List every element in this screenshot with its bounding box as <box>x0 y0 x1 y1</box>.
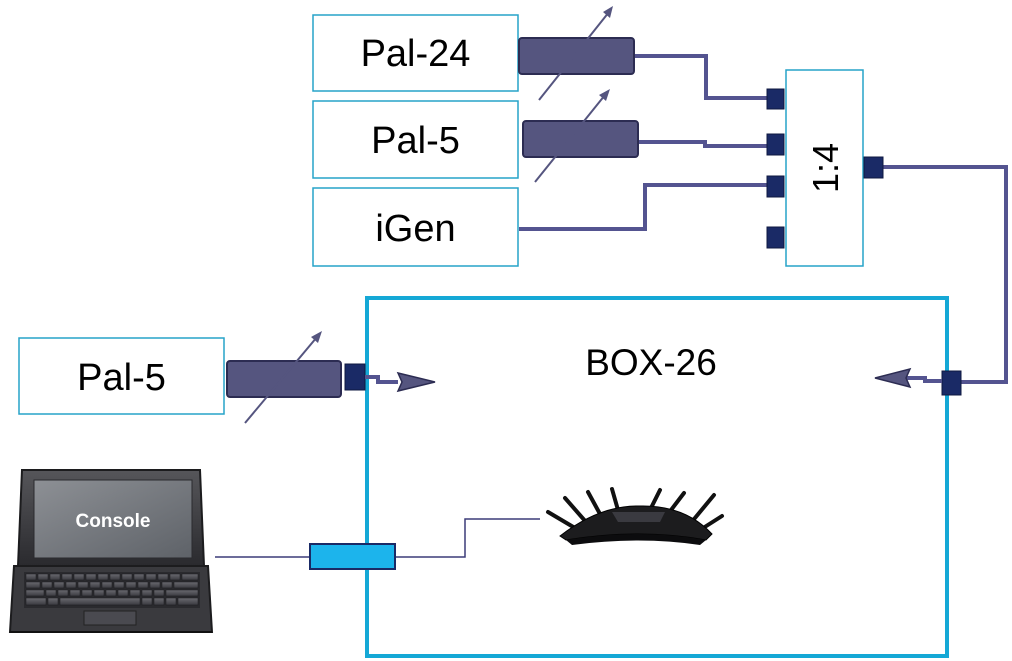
attenuator-arrow-head <box>599 89 610 101</box>
device-label: Pal-5 <box>77 357 166 399</box>
ethernet-cable <box>215 518 540 558</box>
box-26-label: BOX-26 <box>585 342 717 383</box>
device-pal5-top: Pal-5 <box>312 100 519 179</box>
laptop-touchpad <box>83 610 137 626</box>
attenuator-body <box>522 120 639 158</box>
attenuator-arrow-line <box>538 11 610 101</box>
attenuator-arrow-head <box>603 6 613 18</box>
connector-icon <box>766 175 785 198</box>
cable-pal5-to-splitter <box>637 140 767 148</box>
device-box <box>312 100 519 179</box>
arrow-icon <box>874 367 912 389</box>
splitter: 1:4 <box>766 69 884 267</box>
attenuator-icon <box>522 89 639 183</box>
attenuator-arrow-line <box>244 336 318 424</box>
arrow-icon <box>396 371 436 393</box>
ethernet-block <box>309 543 396 570</box>
connector-icon <box>766 133 785 156</box>
cable-igen-to-splitter <box>519 183 767 231</box>
arrow-shaft <box>905 376 942 383</box>
device-igen: iGen <box>312 187 519 267</box>
device-pal5-left: Pal-5 <box>18 337 225 415</box>
connector-icon <box>863 156 884 179</box>
connector-icon <box>344 363 366 391</box>
attenuator-icon <box>518 6 635 101</box>
console-label: Console <box>76 511 151 532</box>
connector-icon <box>941 370 962 396</box>
splitter-label: 1:4 <box>805 143 846 193</box>
device-label: Pal-5 <box>371 120 460 162</box>
connector-icon <box>766 88 785 110</box>
left-port <box>344 363 436 393</box>
device-box <box>312 187 519 267</box>
attenuator-body <box>518 37 635 75</box>
device-box <box>312 14 519 92</box>
ethernet-link <box>215 518 540 570</box>
box-26: BOX-26 <box>365 296 949 658</box>
splitter-box <box>785 69 864 267</box>
attenuator-icon <box>226 331 342 424</box>
device-box <box>18 337 225 415</box>
attenuator-body <box>226 360 342 398</box>
attenuator-arrow-line <box>534 94 606 183</box>
cable-pal24-to-splitter <box>633 54 767 100</box>
connector-icon <box>766 226 785 249</box>
arrow-shaft <box>365 375 398 384</box>
laptop-icon: Console <box>8 469 214 633</box>
router-icon <box>546 487 724 545</box>
device-label: iGen <box>375 208 455 250</box>
right-port <box>874 367 962 396</box>
attenuator-arrow-head <box>311 331 322 343</box>
device-label: Pal-24 <box>361 33 471 75</box>
cables <box>519 54 1008 384</box>
device-pal24: Pal-24 <box>312 14 519 92</box>
laptop-screen <box>33 479 193 559</box>
box-26-border <box>365 296 949 658</box>
laptop-keyboard <box>24 572 200 608</box>
cable-splitter-to-box <box>883 165 1008 384</box>
